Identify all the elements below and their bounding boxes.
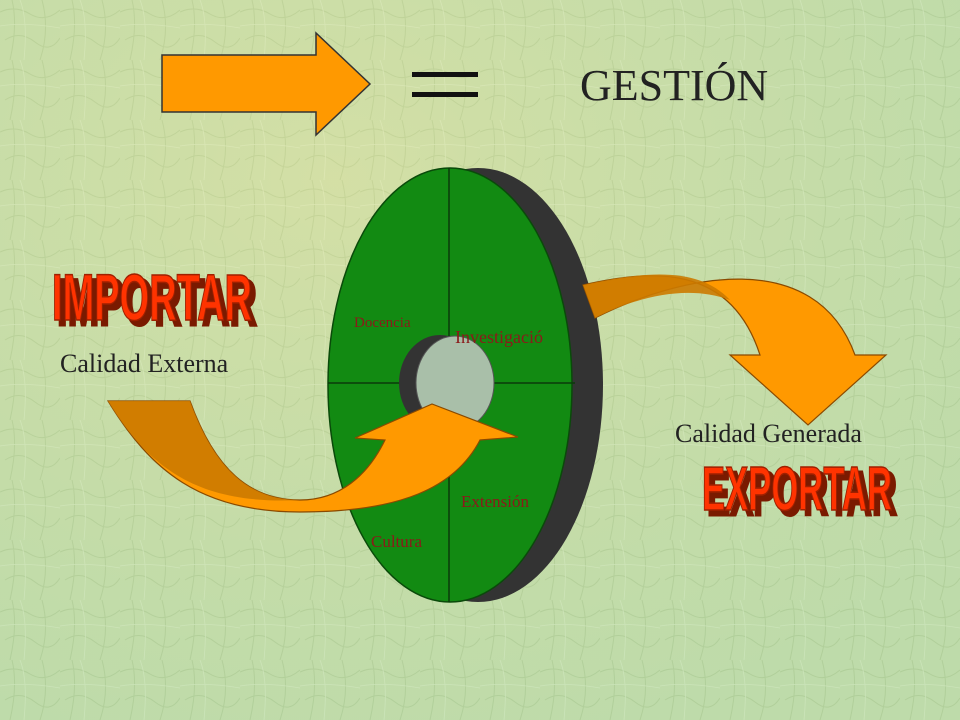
import-curved-arrow-shade <box>108 401 300 501</box>
export-wordart-text: EXPORTAR <box>702 455 892 524</box>
external-quality-label: Calidad Externa <box>60 349 229 378</box>
import-wordart-text: IMPORTAR <box>52 260 252 334</box>
quadrant-docencia: Docencia <box>354 315 411 331</box>
generated-quality-label: Calidad Generada <box>675 419 862 448</box>
export-curved-arrow-shade <box>583 274 730 318</box>
quadrant-extension: Extensión <box>461 492 529 511</box>
import-wordart-shadow: IMPORTAR <box>57 265 257 339</box>
export-wordart-shadow: EXPORTAR <box>707 460 897 529</box>
equals-icon <box>412 72 478 97</box>
import-wordart: IMPORTAR IMPORTAR <box>51 259 258 340</box>
quadrant-cultura: Cultura <box>371 532 422 551</box>
quadrant-investigacion: Investigació <box>455 327 543 347</box>
page-title: GESTIÓN <box>580 61 768 110</box>
export-wordart: EXPORTAR EXPORTAR <box>701 454 898 530</box>
block-arrow-right-icon <box>161 31 372 137</box>
